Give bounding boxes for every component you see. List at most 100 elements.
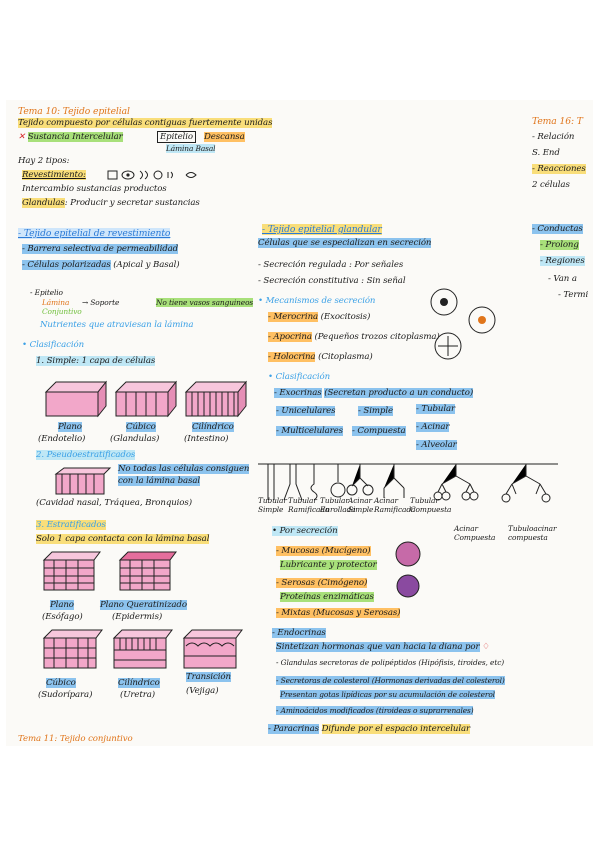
sudoripara-lbl: (Sudorípara) xyxy=(38,690,93,700)
cubico2-lbl: Cúbico xyxy=(46,678,76,688)
intestino-lbl: (Intestino) xyxy=(184,434,229,444)
vejiga-lbl: (Vejiga) xyxy=(186,686,219,696)
reg-text: - Secreción regulada : Por señales xyxy=(258,260,404,270)
notes-sheet: Tema 10: Tejido epitelial Tejido compues… xyxy=(6,100,593,746)
sust-text: Sustancia Intercelular xyxy=(27,132,123,142)
gl-pep-text: - Glandulas secretoras de polipéptidos (… xyxy=(276,658,505,667)
uretra-lbl: (Uretra) xyxy=(120,690,156,700)
lamina-text: Lámina Basal xyxy=(166,144,216,153)
plano-q-lbl: Plano Queratinizado xyxy=(100,600,187,610)
gl1-lbl: Tubular Simple xyxy=(258,496,287,514)
no-vasos-text: No tiene vasos sanguineos xyxy=(156,298,254,307)
clasif2-heading: • Clasificación xyxy=(268,372,331,382)
acinar-lbl: - Acinar xyxy=(416,422,450,432)
const-text: - Secreción constitutiva : Sin señal xyxy=(258,276,406,286)
peek-l5: - Conductas xyxy=(532,224,583,234)
tubular-lbl: - Tubular xyxy=(416,404,456,414)
sec2-desc: Células que se especializan en secreción xyxy=(258,238,432,248)
transicion-lbl: Transición xyxy=(186,672,231,682)
mero-desc: (Exocitosis) xyxy=(320,312,371,322)
pseudo-drawing xyxy=(54,467,112,495)
cilindrico2-lbl: Cilíndrico xyxy=(118,678,160,688)
barrera-text: - Barrera selectiva de permeabilidad xyxy=(22,244,179,254)
gl2-lbl: Tubular Ramificada xyxy=(288,496,330,514)
peek-l4: 2 células xyxy=(532,180,570,190)
peek-l1: - Relación xyxy=(532,132,575,142)
revest-label: Revestimiento: xyxy=(22,170,86,180)
sec2-heading: - Tejido epitelial glandular xyxy=(262,224,382,235)
holo-desc: (Citoplasma) xyxy=(318,352,373,362)
simple-text: 1. Simple: 1 capa de células xyxy=(36,356,156,366)
glandulas-label: Glandulas xyxy=(22,198,65,208)
gotas-text: Presentan gotas lipídicas por su acumula… xyxy=(280,690,495,699)
gl7-lbl: Acinar Compuesta xyxy=(454,524,496,542)
intercambio-text: Intercambio sustancias productos xyxy=(22,184,167,194)
gland-types-drawing xyxy=(258,463,558,503)
descansa-text: Descansa xyxy=(204,132,245,142)
epitelio-lbl: - Epitelio xyxy=(30,288,63,297)
cubico-lbl: Cúbico xyxy=(126,422,156,432)
lubric-text: Lubricante y protector xyxy=(280,560,377,570)
esofago-lbl: (Esófago) xyxy=(42,612,83,622)
polar-desc: (Apical y Basal) xyxy=(113,260,180,270)
gl8-lbl: Tubuloacinar compuesta xyxy=(508,524,557,542)
mixtas-lbl: - Mixtas (Mucosas y Serosas) xyxy=(276,608,401,618)
simple-epithelium-drawings xyxy=(44,380,248,418)
gl3-lbl: Tubular Enrollada xyxy=(320,496,356,514)
no-todas-2: con la lámina basal xyxy=(118,476,201,486)
epitelio-box: Epitelio xyxy=(157,131,196,143)
peek-title: Tema 16: T xyxy=(532,116,583,127)
no-todas-1: No todas las células consiguen xyxy=(118,464,250,474)
peek-l8: - Van a xyxy=(548,274,577,284)
def-text: Tejido compuesto por células contiguas f… xyxy=(18,118,273,128)
polarizadas-text: - Células polarizadas xyxy=(22,260,111,270)
lamina-lbl: Lámina xyxy=(42,298,70,307)
stratified-drawings-1 xyxy=(42,551,177,591)
apo-lbl: - Apocrina xyxy=(268,332,312,342)
endotelio-lbl: (Endotelio) xyxy=(38,434,86,444)
peek-l2: S. End xyxy=(532,148,560,158)
gl4-lbl: Acinar Simple xyxy=(348,496,374,514)
apo-desc: (Pequeños trozos citoplasma) xyxy=(314,332,440,342)
compuesta-lbl: - Compuesta xyxy=(352,426,406,436)
simple2-lbl: - Simple xyxy=(358,406,393,416)
holo-lbl: - Holocrina xyxy=(268,352,316,362)
secretion-drawings xyxy=(430,288,496,360)
peek-l6: - Prolong xyxy=(540,240,579,250)
acini-drawing xyxy=(395,541,421,598)
drop-icon: ♢ xyxy=(482,642,490,652)
conjuntivo-lbl: Conjuntivo xyxy=(42,307,82,316)
endo-desc: Sintetizan hormonas que van hacia la dia… xyxy=(276,642,480,652)
solo1-text: Solo 1 capa contacta con la lámina basal xyxy=(36,534,210,544)
cavidad-text: (Cavidad nasal, Tráquea, Bronquios) xyxy=(36,498,192,508)
hay2-text: Hay 2 tipos: xyxy=(18,156,70,166)
sense-icons xyxy=(107,170,197,180)
peek-l9: - Termi xyxy=(558,290,589,300)
para-lbl: - Paracrinas xyxy=(268,724,319,734)
peek-l7: - Regiones xyxy=(540,256,585,266)
unicel-lbl: - Unicelulares xyxy=(276,406,336,416)
glandulas-desc: : Producir y secretar sustancias xyxy=(64,198,200,208)
cross-icon: ✕ xyxy=(18,132,26,142)
exo-lbl: - Exocrinas xyxy=(274,388,322,398)
serosas-lbl: - Serosas (Cimógeno) xyxy=(276,578,368,588)
amino-text: - Aminoácidos modificados (tiroideas o s… xyxy=(276,706,474,715)
clasif-heading: • Clasificación xyxy=(22,340,85,350)
nutrientes-text: Nutrientes que atraviesan la lámina xyxy=(40,320,194,330)
gl5-lbl: Acinar Ramificada xyxy=(374,496,416,514)
mucosas-lbl: - Mucosas (Mucígeno) xyxy=(276,546,371,556)
tema11-title: Tema 11: Tejido conjuntivo xyxy=(18,734,133,744)
cilindrico-lbl: Cilíndrico xyxy=(192,422,234,432)
stratified-drawings-2 xyxy=(42,629,243,669)
secrec-heading: • Por secreción xyxy=(272,526,338,536)
plano-lbl: Plano xyxy=(58,422,82,432)
para-desc: Difunde por el espacio intercelular xyxy=(321,724,471,734)
alveolar-lbl: - Alveolar xyxy=(416,440,457,450)
mecan-heading: • Mecanismos de secreción xyxy=(258,296,376,306)
endo-lbl: - Endocrinas xyxy=(272,628,326,638)
estrat-heading: 3. Estratificados xyxy=(36,520,106,530)
plano2-lbl: Plano xyxy=(50,600,74,610)
pseudo-heading: 2. Pseudoestratificados xyxy=(36,450,136,460)
glandulas2-lbl: (Glandulas) xyxy=(110,434,160,444)
prot-text: Proteínas enzimáticas xyxy=(280,592,374,602)
